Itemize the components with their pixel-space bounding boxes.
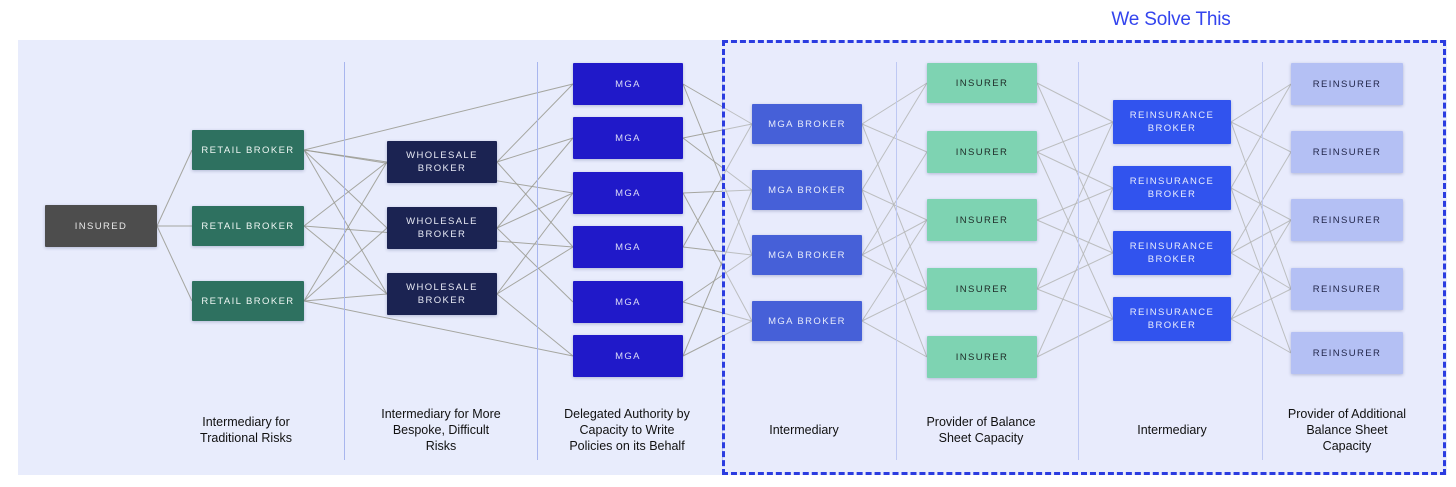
- node-insured: INSURED: [45, 205, 157, 247]
- node-reinsurance-broker: REINSURANCE BROKER: [1113, 166, 1231, 210]
- node-reinsurance-broker: REINSURANCE BROKER: [1113, 297, 1231, 341]
- node-reinsurer: REINSURER: [1291, 332, 1403, 374]
- node-reinsurer: REINSURER: [1291, 199, 1403, 241]
- node-mga-broker: MGA BROKER: [752, 104, 862, 144]
- node-mga: MGA: [573, 226, 683, 268]
- node-wholesale-broker: WHOLESALE BROKER: [387, 273, 497, 315]
- node-retail-broker: RETAIL BROKER: [192, 281, 304, 321]
- node-mga-broker: MGA BROKER: [752, 301, 862, 341]
- node-insurer: INSURER: [927, 199, 1037, 241]
- node-reinsurance-broker: REINSURANCE BROKER: [1113, 100, 1231, 144]
- stage-caption-reinsurance-broker: Intermediary: [1137, 423, 1207, 437]
- column-divider-wholesale-broker: [537, 62, 538, 460]
- column-divider-insurer: [1078, 62, 1079, 460]
- node-mga: MGA: [573, 281, 683, 323]
- node-mga: MGA: [573, 117, 683, 159]
- column-divider-reinsurance-broker: [1262, 62, 1263, 460]
- node-retail-broker: RETAIL BROKER: [192, 206, 304, 246]
- node-insurer: INSURER: [927, 336, 1037, 378]
- node-mga: MGA: [573, 172, 683, 214]
- column-divider-mga-broker: [896, 62, 897, 460]
- column-divider-retail-broker: [344, 62, 345, 460]
- node-mga-broker: MGA BROKER: [752, 235, 862, 275]
- node-wholesale-broker: WHOLESALE BROKER: [387, 141, 497, 183]
- node-insurer: INSURER: [927, 131, 1037, 173]
- node-mga: MGA: [573, 63, 683, 105]
- node-mga: MGA: [573, 335, 683, 377]
- node-reinsurer: REINSURER: [1291, 131, 1403, 173]
- node-insurer: INSURER: [927, 63, 1037, 103]
- node-reinsurance-broker: REINSURANCE BROKER: [1113, 231, 1231, 275]
- node-reinsurer: REINSURER: [1291, 63, 1403, 105]
- node-mga-broker: MGA BROKER: [752, 170, 862, 210]
- node-reinsurer: REINSURER: [1291, 268, 1403, 310]
- node-insurer: INSURER: [927, 268, 1037, 310]
- node-retail-broker: RETAIL BROKER: [192, 130, 304, 170]
- we-solve-this-title: We Solve This: [1111, 9, 1231, 30]
- stage-caption-mga-broker: Intermediary: [769, 423, 839, 437]
- node-wholesale-broker: WHOLESALE BROKER: [387, 207, 497, 249]
